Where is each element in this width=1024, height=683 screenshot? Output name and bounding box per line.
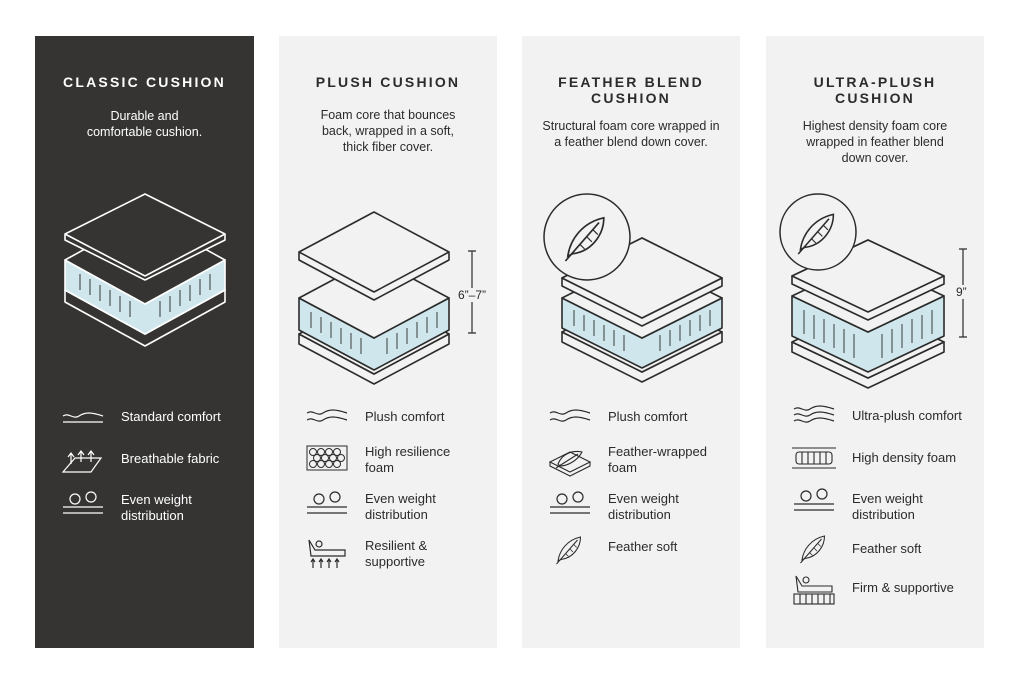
feature-row: Even weight distribution [61, 491, 246, 531]
feature-row: Even weight distribution [548, 491, 732, 531]
feather-badge-icon [779, 193, 857, 271]
card-plush-cushion: PLUSH CUSHION Foam core that bounces bac… [279, 36, 497, 648]
airflow-icon [61, 450, 103, 473]
feature-label: Even weight distribution [608, 491, 679, 522]
feature-row: Resilient & supportive [305, 538, 489, 578]
feature-label: Firm & supportive [852, 580, 954, 595]
card-description: Durable and comfortable cushion. [86, 109, 203, 139]
feature-label: Ultra-plush comfort [852, 408, 962, 423]
feather-badge-icon [543, 193, 631, 281]
card-feather-blend-cushion: FEATHER BLEND CUSHION Structural foam co… [522, 36, 740, 648]
feature-label: High density foam [852, 450, 957, 465]
wavy-lines-icon [306, 409, 348, 422]
card-description: Highest density foam core wrapped in fea… [802, 119, 948, 165]
card-title: ULTRA-PLUSH CUSHION [813, 74, 937, 106]
feature-row: Feather-wrapped foam [548, 444, 732, 484]
feature-label: Resilient & supportive [365, 538, 428, 569]
feature-row: Feather soft [792, 532, 976, 572]
card-classic-cushion: CLASSIC CUSHION Durable and comfortable … [35, 36, 254, 648]
weight-distribution-icon [550, 491, 590, 514]
cushion-layers-illustration [298, 211, 450, 385]
card-ultra-plush-cushion: ULTRA-PLUSH CUSHION Highest density foam… [766, 36, 984, 648]
support-arrows-icon [308, 539, 346, 568]
card-description: Foam core that bounces back, wrapped in … [320, 108, 456, 154]
feature-label: Feather soft [852, 541, 922, 556]
firm-support-icon [793, 575, 835, 605]
wavy-lines-icon [793, 405, 835, 423]
foam-cells-icon [306, 445, 348, 471]
feature-row: Ultra-plush comfort [792, 405, 976, 446]
feature-row: Feather soft [548, 533, 732, 573]
feature-row: Plush comfort [548, 408, 732, 448]
feature-label: Even weight distribution [121, 492, 192, 523]
feature-label: High resilience foam [365, 444, 451, 475]
weight-distribution-icon [794, 488, 834, 511]
height-measure-label: 6”–7” [457, 288, 488, 302]
card-title: PLUSH CUSHION [315, 74, 461, 90]
weight-distribution-icon [307, 491, 347, 514]
feature-row: High density foam [792, 446, 976, 486]
feather-icon [799, 535, 826, 564]
feature-label: Breathable fabric [121, 451, 220, 466]
card-description: Structural foam core wrapped in a feathe… [542, 119, 720, 149]
feather-wrap-icon [548, 450, 592, 477]
cushion-layers-illustration [791, 239, 945, 389]
feature-label: Even weight distribution [365, 491, 436, 522]
feature-row: Plush comfort [305, 408, 489, 448]
feature-row: Firm & supportive [792, 574, 976, 614]
feature-label: Standard comfort [121, 409, 221, 424]
feature-label: Feather soft [608, 539, 678, 554]
feature-label: Even weight distribution [852, 491, 923, 522]
feature-label: Plush comfort [365, 409, 445, 424]
wavy-lines-icon [549, 409, 591, 422]
feature-row: Standard comfort [61, 408, 246, 448]
card-title: FEATHER BLEND CUSHION [558, 74, 704, 106]
feather-icon [555, 536, 582, 565]
dense-foam-icon [792, 447, 836, 469]
feature-row: Even weight distribution [792, 488, 976, 528]
card-title: CLASSIC CUSHION [63, 74, 226, 90]
wave-surface-icon [62, 412, 104, 423]
feature-row: High resilience foam [305, 444, 489, 484]
feature-row: Even weight distribution [305, 491, 489, 531]
cushion-layers-illustration [64, 193, 226, 347]
height-measure-label: 9” [955, 285, 968, 299]
weight-distribution-icon [63, 491, 103, 514]
feature-label: Feather-wrapped foam [608, 444, 707, 475]
feature-row: Breathable fabric [61, 448, 246, 488]
feature-label: Plush comfort [608, 409, 688, 424]
